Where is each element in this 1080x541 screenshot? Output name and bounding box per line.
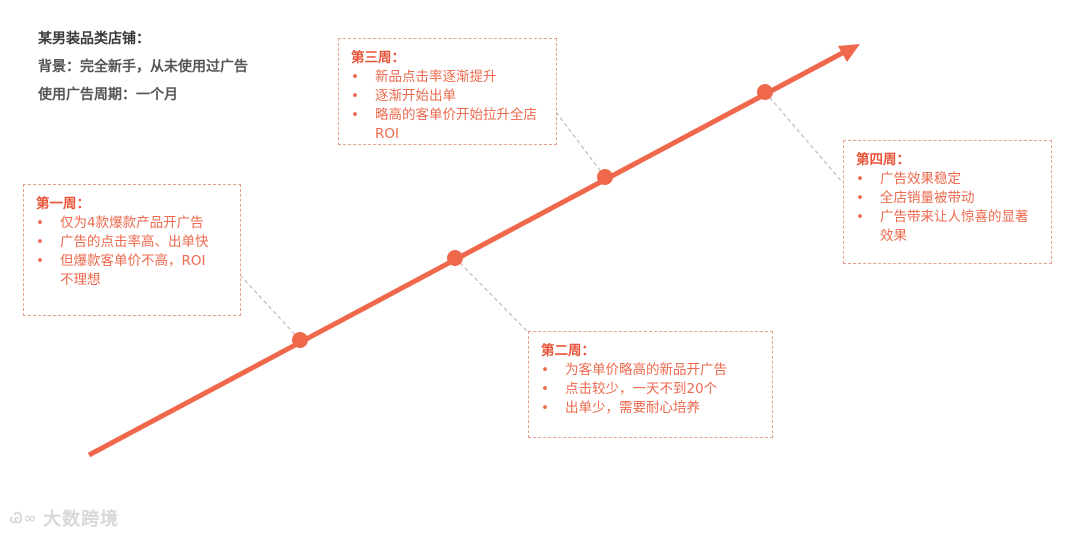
week3-point	[597, 169, 613, 185]
brand-name: 大数跨境	[43, 509, 120, 530]
week4-item: 全店销量被带动	[856, 189, 1039, 208]
week4-point	[757, 84, 773, 100]
arrow-head-icon	[838, 44, 860, 62]
week1-item: 但爆款客单价不高，ROI不理想	[36, 252, 210, 290]
week4-item: 广告带来让人惊喜的显著效果	[856, 208, 1030, 246]
week3-title: 第三周：	[351, 50, 405, 66]
week1-item: 广告的点击率高、出单快	[36, 233, 210, 252]
week4-title: 第四周：	[856, 152, 910, 168]
intro-block: 某男装品类店铺： 背景：完全新手，从未使用过广告 使用广告周期：一个月	[38, 25, 248, 109]
week1-item: 仅为4款爆款产品开广告	[36, 214, 228, 233]
week2-item: 点击较少，一天不到20个	[541, 380, 760, 399]
week1-box: 第一周： 仅为4款爆款产品开广告 广告的点击率高、出单快 但爆款客单价不高，RO…	[23, 184, 241, 316]
background-text: 背景：完全新手，从未使用过广告	[38, 59, 248, 75]
week2-item: 出单少，需要耐心培养	[541, 399, 760, 418]
week3-box: 第三周： 新品点击率逐渐提升 逐渐开始出单 略高的客单价开始拉升全店ROI	[338, 38, 557, 145]
week1-point	[292, 332, 308, 348]
week3-item: 逐渐开始出单	[351, 87, 544, 106]
week4-connector	[764, 91, 844, 184]
growth-arrow-line	[87, 47, 850, 458]
week2-box: 第二周： 为客单价略高的新品开广告 点击较少，一天不到20个 出单少，需要耐心培…	[528, 331, 773, 438]
week1-connector	[239, 274, 301, 341]
week1-title: 第一周：	[36, 196, 90, 212]
week4-item: 广告效果稳定	[856, 170, 1039, 189]
watermark: Ꮚ∞ 大数跨境	[10, 505, 119, 531]
week3-item: 略高的客单价开始拉升全店ROI	[351, 106, 540, 144]
week4-box: 第四周： 广告效果稳定 全店销量被带动 广告带来让人惊喜的显著效果	[843, 140, 1052, 264]
week2-item: 为客单价略高的新品开广告	[541, 361, 760, 380]
week3-connector	[555, 111, 606, 178]
ad-period-text: 使用广告周期：一个月	[38, 87, 178, 103]
store-title: 某男装品类店铺：	[38, 31, 150, 47]
week2-connector	[454, 257, 529, 333]
week2-point	[447, 250, 463, 266]
week2-title: 第二周：	[541, 343, 595, 359]
week3-item: 新品点击率逐渐提升	[351, 68, 544, 87]
brand-logo-icon: Ꮚ∞	[10, 509, 38, 527]
